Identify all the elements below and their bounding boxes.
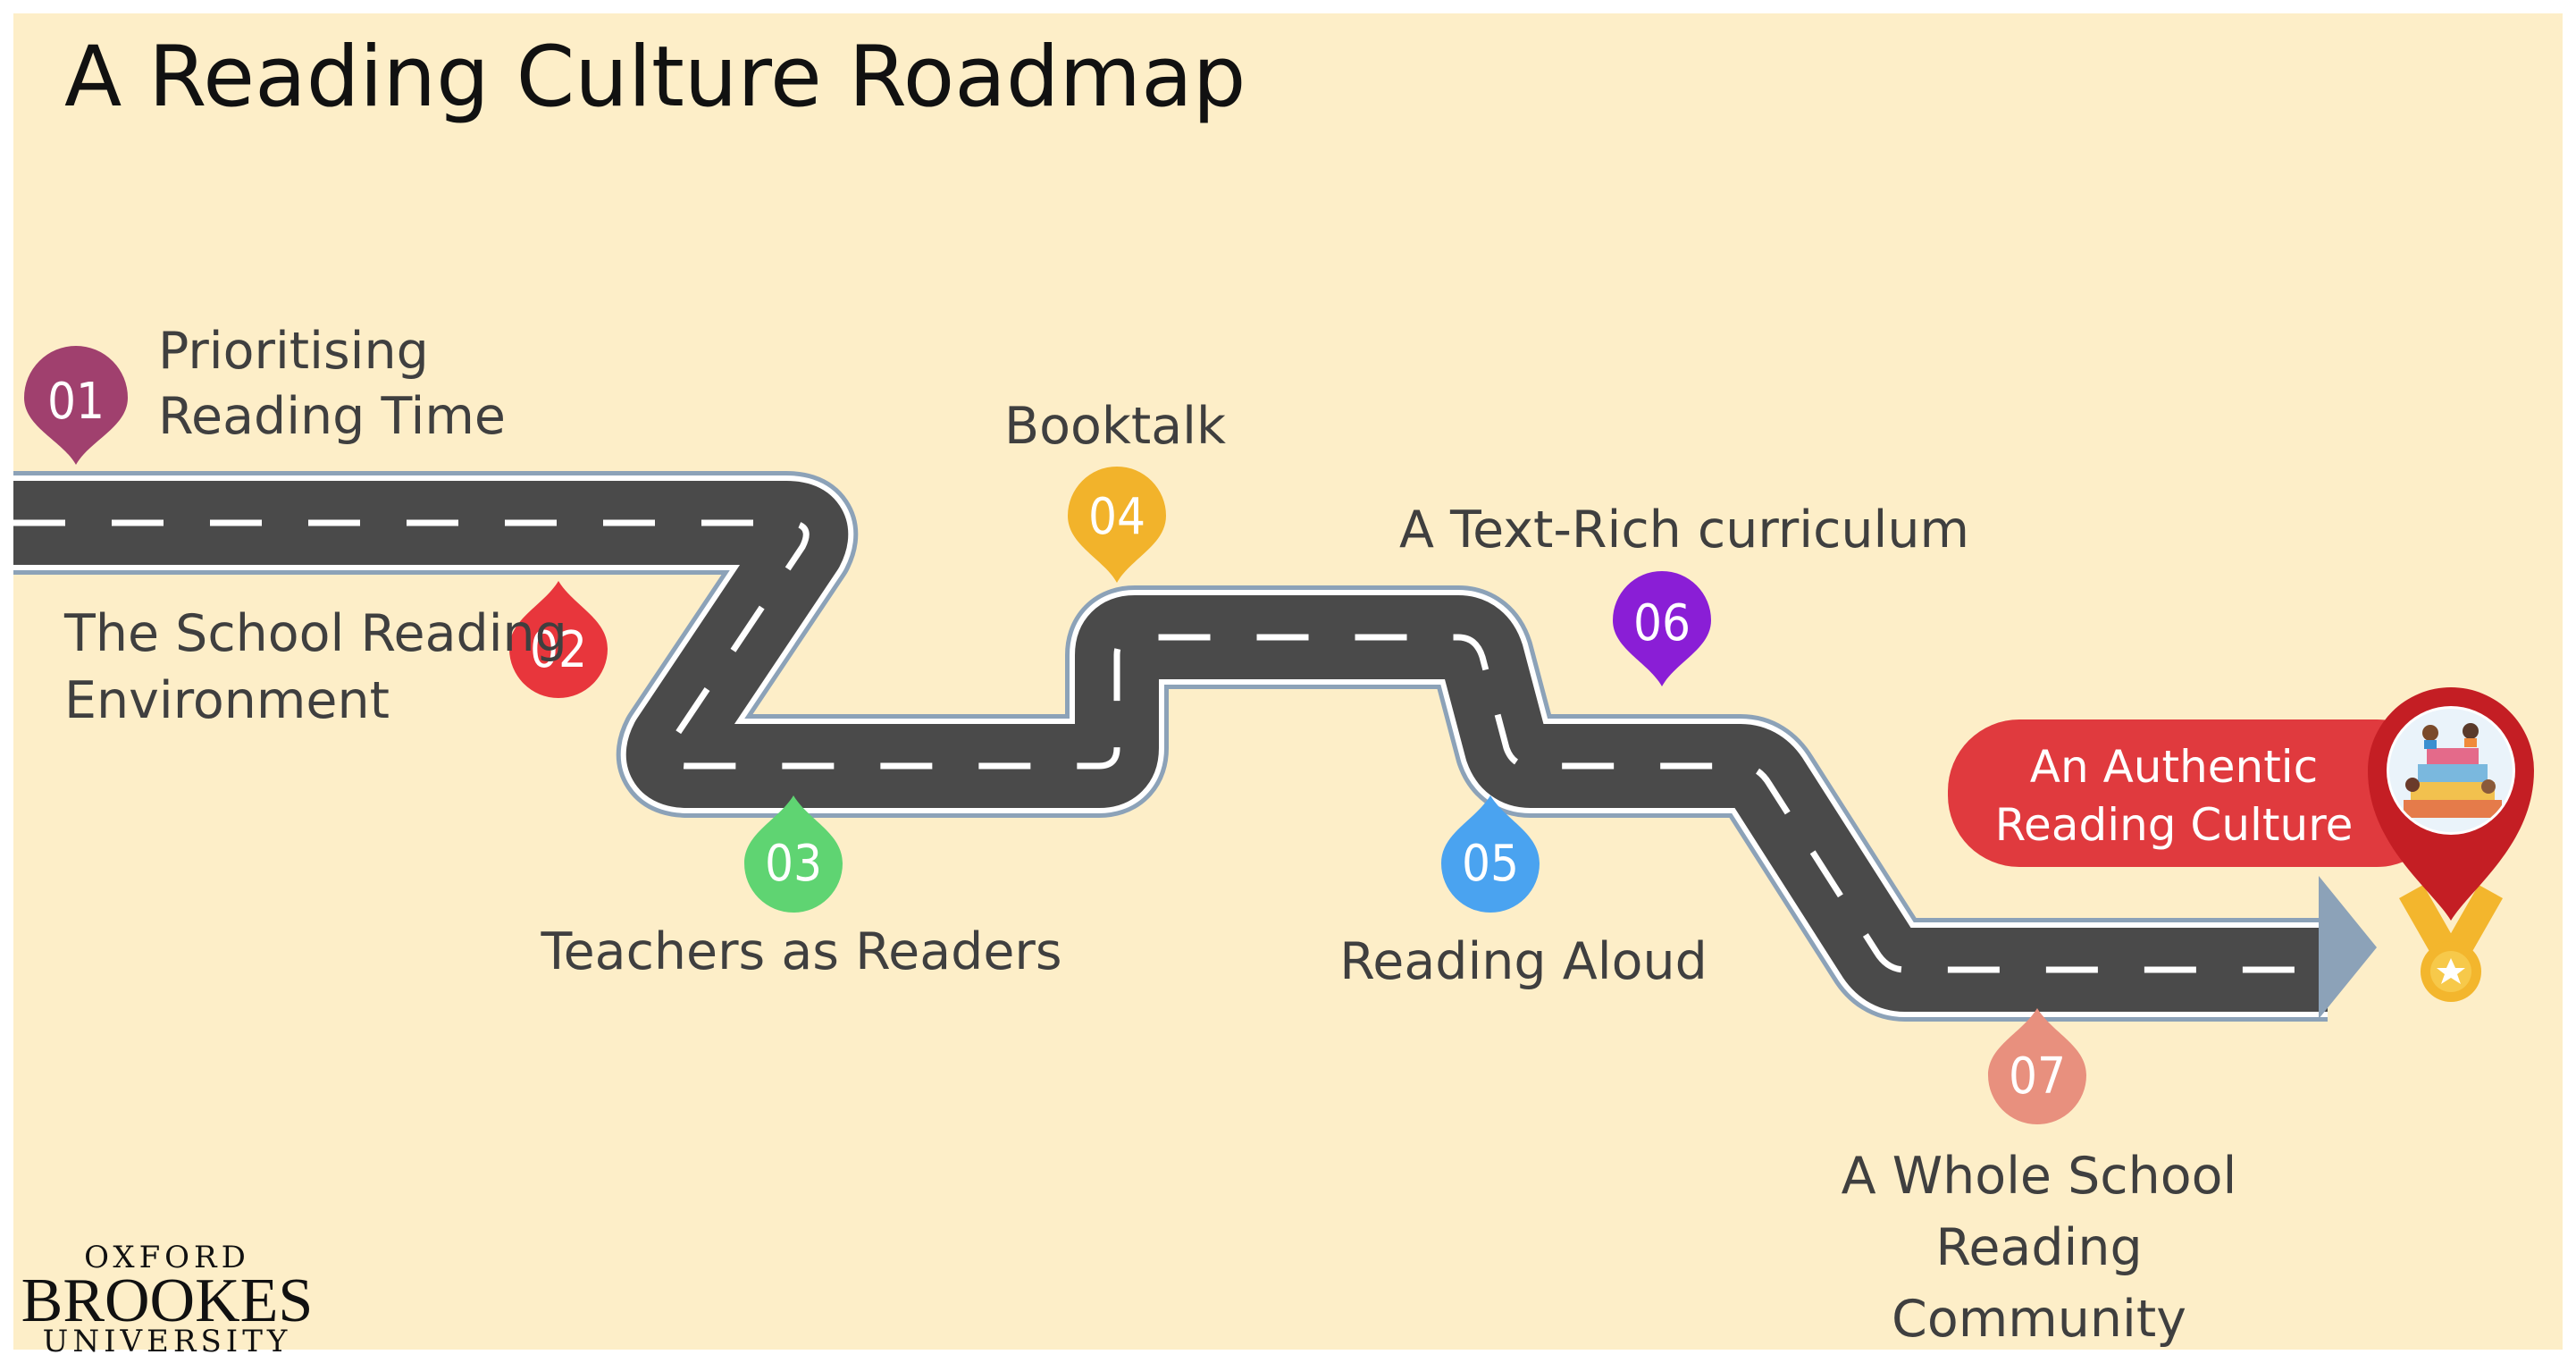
milestone-number: 05 bbox=[1462, 835, 1519, 893]
logo-line2: BROOKES bbox=[21, 1266, 314, 1335]
road-arrow-head bbox=[2319, 876, 2377, 1019]
oxford-brookes-logo: OXFORD BROOKES UNIVERSITY bbox=[21, 1240, 314, 1359]
milestone-number: 07 bbox=[2009, 1047, 2066, 1106]
milestone-04: 04 Booktalk bbox=[1004, 397, 1226, 583]
milestone-label: Reading bbox=[1935, 1218, 2142, 1277]
milestone-number: 04 bbox=[1088, 488, 1145, 546]
milestone-label: Community bbox=[1892, 1290, 2186, 1349]
milestone-02: 02 The School Reading Environment bbox=[63, 581, 608, 730]
milestone-03: 03 Teachers as Readers bbox=[540, 795, 1062, 981]
milestone-label: A Text-Rich curriculum bbox=[1399, 501, 1969, 560]
milestone-label: A Whole School bbox=[1842, 1147, 2237, 1206]
map-pin-icon bbox=[744, 795, 843, 913]
milestone-label: Teachers as Readers bbox=[540, 922, 1061, 981]
map-pin-icon bbox=[509, 581, 608, 698]
milestone-number: 03 bbox=[765, 835, 822, 893]
milestone-label: Environment bbox=[64, 671, 390, 730]
goal-label-box bbox=[1948, 719, 2448, 867]
map-pin-icon bbox=[1988, 1008, 2086, 1124]
roadmap-road bbox=[13, 471, 2377, 1022]
goal-label: An Authentic bbox=[2030, 741, 2318, 793]
milestone-label: Booktalk bbox=[1004, 397, 1226, 456]
reading-children-illustration bbox=[2389, 709, 2513, 832]
milestone-01: 01 Prioritising Reading Time bbox=[24, 322, 506, 465]
milestone-label: Reading Aloud bbox=[1339, 932, 1708, 991]
milestone-label: The School Reading bbox=[63, 604, 567, 663]
goal-badge: An Authentic Reading Culture bbox=[1948, 687, 2534, 1002]
slide-title: A Reading Culture Roadmap bbox=[64, 29, 1246, 126]
map-pin-icon bbox=[1613, 571, 1711, 686]
medal-icon bbox=[2399, 885, 2503, 1002]
map-pin-icon bbox=[1441, 795, 1540, 913]
milestone-number: 01 bbox=[47, 373, 105, 431]
milestone-label: Prioritising bbox=[158, 322, 429, 381]
milestone-number: 06 bbox=[1633, 594, 1691, 652]
map-pin-icon bbox=[1068, 467, 1166, 583]
milestone-number: 02 bbox=[530, 621, 587, 679]
goal-label: Reading Culture bbox=[1995, 799, 2354, 851]
milestone-07: 07 A Whole School Reading Community bbox=[1842, 1008, 2237, 1349]
milestone-label: Reading Time bbox=[158, 387, 506, 446]
map-pin-icon bbox=[24, 346, 128, 465]
milestone-06: 06 A Text-Rich curriculum bbox=[1399, 501, 1969, 686]
logo-line3: UNIVERSITY bbox=[43, 1324, 292, 1359]
logo-line1: OXFORD bbox=[84, 1240, 250, 1275]
milestone-05: 05 Reading Aloud bbox=[1339, 795, 1708, 991]
